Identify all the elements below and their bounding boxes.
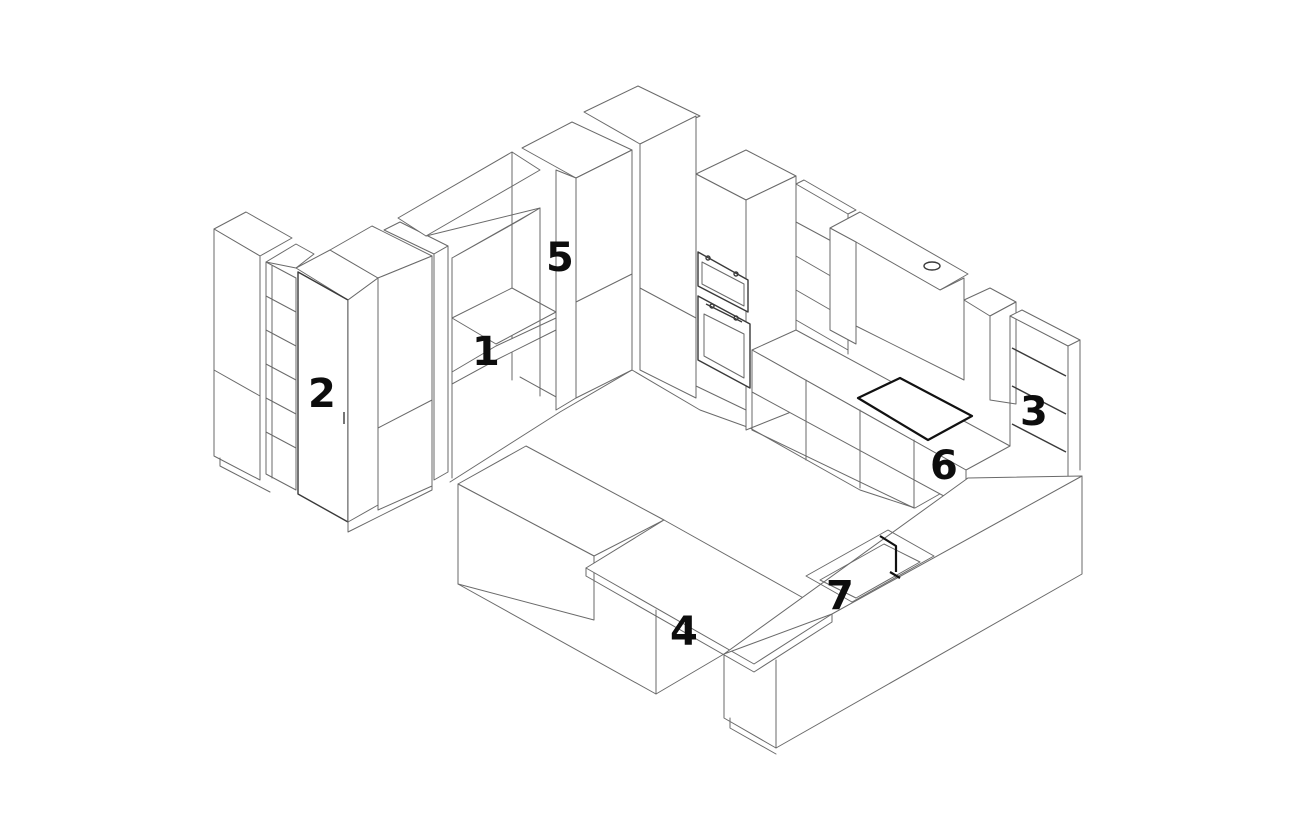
floor-outline (449, 369, 969, 509)
sink-peninsula (723, 475, 1083, 755)
back-wall-upper (795, 179, 1017, 405)
label-5: 5 (546, 235, 574, 281)
cooktop (856, 376, 974, 442)
label-3: 3 (1020, 389, 1048, 435)
tall-pantry-group (521, 85, 701, 411)
label-1: 1 (472, 329, 500, 375)
tall-cabinet-group-left (213, 211, 449, 533)
right-wall-shelving (1009, 309, 1081, 477)
sink (805, 529, 935, 603)
label-4: 4 (670, 609, 698, 655)
label-7: 7 (826, 573, 854, 619)
kitchen-island (457, 445, 833, 695)
label-6: 6 (930, 443, 958, 489)
label-2: 2 (308, 371, 336, 417)
